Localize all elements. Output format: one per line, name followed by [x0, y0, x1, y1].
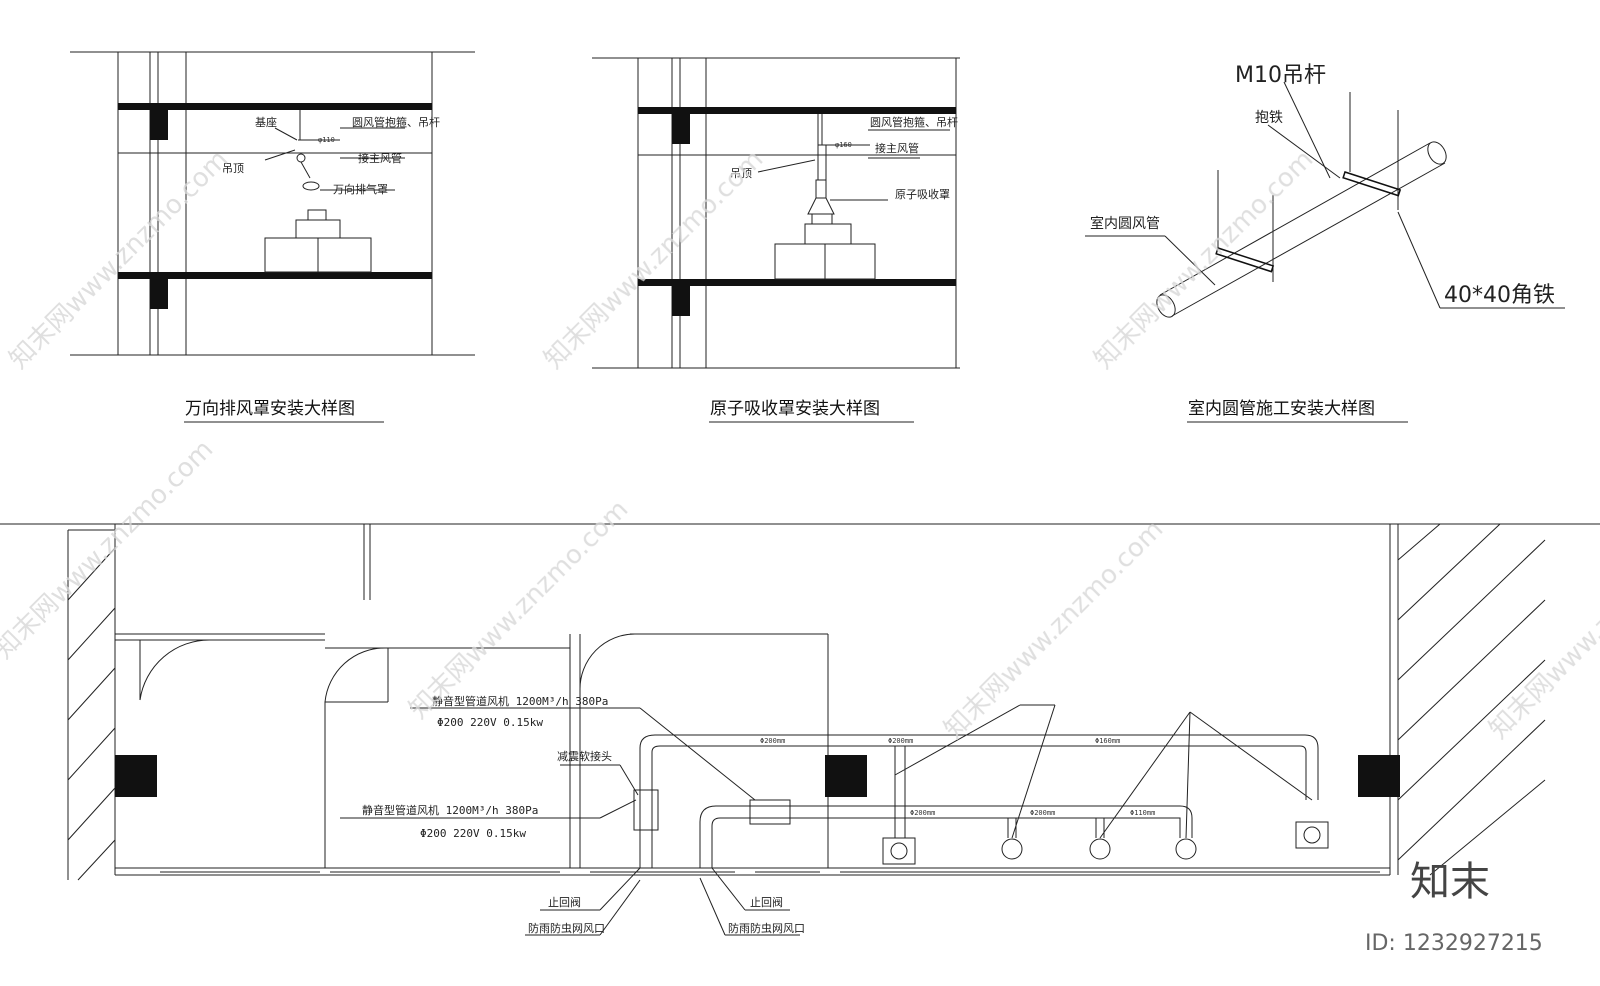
label-hood: 万向排气罩 — [333, 182, 388, 196]
label-hanger: 圆风管抱箍、吊杆 — [870, 115, 958, 129]
duct-fan-lower — [749, 799, 791, 825]
universal-hood-3 — [1175, 838, 1197, 860]
label-connect: 接主风管 — [358, 151, 402, 165]
fan-lower-spec-1: 静音型管道风机 1200M³/h 380Pa — [362, 803, 538, 817]
watermark: 知末网www.znzmo.com — [4, 144, 235, 375]
size-label: Φ160mm — [1095, 737, 1120, 745]
detail-atomic-absorption-hood: 圆风管抱箍、吊杆 φ160 接主风管 吊顶 原子吸收罩 原子吸收罩安装大样图 — [592, 57, 960, 423]
watermark: 知末网www.znzmo.com — [1484, 514, 1600, 745]
universal-hood-2 — [1089, 838, 1111, 860]
column-right — [1358, 755, 1400, 797]
detail-round-duct-installation: M10吊杆 抱铁 室内圆风管 40*40角铁 室内圆管施工安装大样图 — [1085, 63, 1565, 423]
label-pipe: 室内圆风管 — [1090, 215, 1160, 232]
size-label: Φ200mm — [910, 809, 935, 817]
label-check-valve-right: 止回阀 — [750, 895, 783, 909]
size-label: Φ200mm — [1030, 809, 1055, 817]
label-hood: 原子吸收罩 — [895, 187, 950, 201]
size-label: Φ110mm — [1130, 809, 1155, 817]
label-clamp: 抱铁 — [1255, 110, 1283, 126]
label-hanger: 圆风管抱箍、吊杆 — [352, 115, 440, 129]
exhaust-hood-2 — [1295, 821, 1329, 849]
label-pipe-size: φ110 — [318, 136, 335, 144]
image-id: ID: 1232927215 — [1365, 931, 1543, 956]
watermark: 知末网www.znzmo.com — [404, 494, 635, 725]
universal-hood-1 — [1001, 838, 1023, 860]
label-vent-right: 防雨防虫网风口 — [728, 921, 805, 935]
label-connect: 接主风管 — [875, 141, 919, 155]
duct-fan-upper — [633, 789, 659, 831]
watermark: 知末网www.znzmo.com — [539, 144, 770, 375]
brand-logo: 知末 — [1410, 859, 1490, 905]
fan-upper-spec-1: 静音型管道风机 1200M³/h 380Pa — [432, 694, 608, 708]
duct-system: Φ200mm Φ160mm Φ200mm Φ200mm Φ110mm Φ200m… — [633, 734, 1329, 868]
left-wall-hatch — [67, 529, 116, 881]
watermark: 知末网www.znzmo.com — [939, 514, 1170, 745]
column-middle — [825, 755, 867, 797]
label-ceiling: 吊顶 — [222, 162, 244, 175]
title-detail-1: 万向排风罩安装大样图 — [185, 399, 355, 419]
label-vent-left: 防雨防虫网风口 — [528, 921, 605, 935]
label-base: 基座 — [255, 115, 277, 129]
watermark-layer: 知末网www.znzmo.com 知末网www.znzmo.com 知末网www… — [0, 144, 1600, 745]
ventilation-plan: Φ200mm Φ160mm Φ200mm Φ200mm Φ110mm Φ200m… — [0, 523, 1600, 936]
plan-leaders — [340, 704, 1313, 936]
label-rod: M10吊杆 — [1235, 63, 1326, 88]
exhaust-hood-1 — [882, 837, 916, 865]
label-check-valve-left: 止回阀 — [548, 895, 581, 909]
title-detail-3: 室内圆管施工安装大样图 — [1188, 399, 1375, 419]
watermark: 知末网www.znzmo.com — [0, 434, 219, 665]
label-pipe-size: φ160 — [835, 141, 852, 149]
size-label: Φ200mm — [888, 737, 913, 745]
watermark: 知末网www.znzmo.com — [1089, 144, 1320, 375]
fan-lower-spec-2: Φ200 220V 0.15kw — [420, 827, 526, 840]
right-wall-hatch — [1397, 523, 1546, 876]
label-soft-joint: 减震软接头 — [557, 749, 612, 763]
label-angle: 40*40角铁 — [1444, 283, 1555, 308]
fan-upper-spec-2: Φ200 220V 0.15kw — [437, 716, 543, 729]
title-detail-2: 原子吸收罩安装大样图 — [710, 399, 880, 419]
column-left — [115, 755, 157, 797]
label-ceiling: 吊顶 — [730, 167, 752, 180]
size-label: Φ200mm — [760, 737, 785, 745]
detail-universal-exhaust-hood: 基座 圆风管抱箍、吊杆 吊顶 φ110 接主风管 万向排气罩 万向排风罩安装大样… — [70, 51, 475, 423]
